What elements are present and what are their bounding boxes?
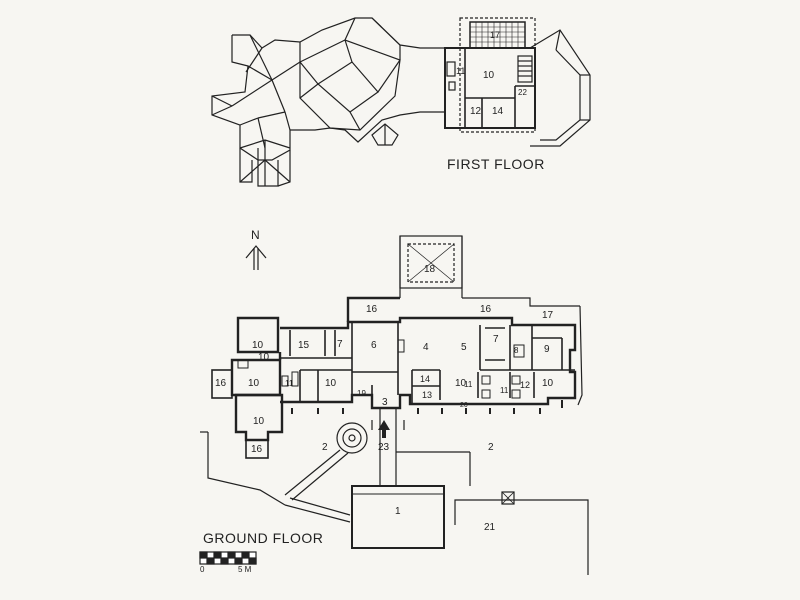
room-label: 9 <box>544 344 550 355</box>
ground-floor-walls <box>211 296 583 459</box>
room-label: 7 <box>493 334 499 345</box>
scale-bar <box>199 551 257 565</box>
room-label: 18 <box>424 264 436 275</box>
room-label: 14 <box>492 106 504 117</box>
room-label: 2 <box>488 442 494 453</box>
garden-court <box>399 235 463 298</box>
first-floor-rooms <box>444 17 536 133</box>
room-label: 12 <box>470 106 482 117</box>
room-label: 2 <box>322 442 328 453</box>
room-label: 10 <box>455 378 467 389</box>
site-paths <box>200 408 589 575</box>
north-arrow <box>245 245 267 270</box>
room-label: 13 <box>422 390 433 400</box>
room-label: 7 <box>337 339 343 350</box>
ground-floor-title: GROUND FLOOR <box>203 530 324 546</box>
room-label: 16 <box>480 304 492 315</box>
room-label: 4 <box>423 342 429 353</box>
room-label: 17 <box>490 30 501 40</box>
room-label: 23 <box>378 442 390 453</box>
room-label: 10 <box>483 70 495 81</box>
first-floor-title: FIRST FLOOR <box>447 156 545 172</box>
room-label: 16 <box>366 304 378 315</box>
room-label: 21 <box>484 522 496 533</box>
room-label: 14 <box>420 374 431 384</box>
fixtures <box>237 339 525 399</box>
scale-start-label: 0 <box>200 565 205 574</box>
room-label: 22 <box>518 88 527 97</box>
verandah-posts <box>291 400 563 414</box>
room-label: 10 <box>248 378 260 389</box>
room-label: 16 <box>251 444 263 455</box>
room-label: 16 <box>215 378 227 389</box>
room-label: 15 <box>298 340 310 351</box>
room-label: 11 <box>456 66 466 76</box>
room-label: 3 <box>382 397 388 408</box>
room-label: 10 <box>252 340 264 351</box>
room-label: 12 <box>520 380 531 390</box>
entrance-arrow <box>378 420 390 438</box>
room-label: 11 <box>464 380 473 389</box>
room-label: 10 <box>253 416 265 427</box>
room-label: 11 <box>285 379 294 388</box>
room-label: 20 <box>460 402 468 409</box>
room-label: 19 <box>357 389 366 398</box>
first-floor-roof-outline <box>211 17 591 187</box>
room-label: 10 <box>325 378 337 389</box>
north-label: N <box>251 228 260 242</box>
room-label: 1 <box>395 506 401 517</box>
room-label: 10 <box>258 352 270 363</box>
room-label: 8 <box>514 346 519 355</box>
scale-end-label: 5 M <box>238 565 252 574</box>
room-label: 6 <box>371 340 377 351</box>
room-label: 5 <box>461 342 467 353</box>
room-label: 11 <box>500 386 509 395</box>
room-label: 17 <box>542 310 554 321</box>
room-label: 10 <box>542 378 554 389</box>
